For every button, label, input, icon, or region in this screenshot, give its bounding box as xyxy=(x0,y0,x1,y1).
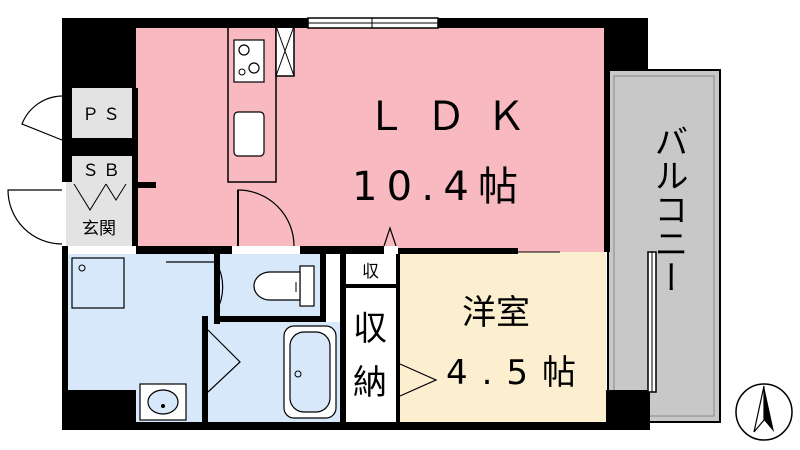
entrance-door-swing xyxy=(7,189,63,245)
wall-entrance-right xyxy=(132,88,138,246)
entrance-label: 玄関 xyxy=(82,219,116,239)
wall-bath-right xyxy=(340,254,346,426)
washbasin-icon xyxy=(139,383,187,421)
wall-ldk-bottom xyxy=(136,246,232,254)
entrance-door-leaf xyxy=(73,183,107,211)
western-size: 4.5帖 xyxy=(446,353,576,393)
wall-left-upper xyxy=(62,18,136,88)
wall-left-sb xyxy=(62,88,72,182)
ldk-name: ＬＤＫ xyxy=(366,94,526,140)
storage-small xyxy=(346,254,396,284)
closet-door xyxy=(399,363,438,397)
wall-bath-left xyxy=(202,316,208,426)
wall-ldk-bottom-2 xyxy=(300,246,384,254)
wall-toilet-bottom xyxy=(214,316,326,322)
bathtub-icon xyxy=(283,325,337,419)
wall-storage-mid xyxy=(346,284,398,288)
wall-top-right xyxy=(438,18,648,28)
wall-left-lower xyxy=(62,246,68,426)
washroom-door-swing xyxy=(166,261,224,313)
wall-washroom-toilet xyxy=(214,254,220,324)
storage-closet xyxy=(346,288,396,424)
wall-right-upper xyxy=(604,18,648,70)
closet-label-line2: 納 xyxy=(353,363,387,403)
ldk-door-swing xyxy=(237,189,295,247)
closet-label-line1: 収 xyxy=(353,309,387,349)
wall-bottom-left-block xyxy=(62,390,136,430)
wall-kitchen-stub xyxy=(136,182,156,188)
pipe-space xyxy=(72,88,132,138)
wall-toilet-right xyxy=(320,254,326,320)
shoe-box xyxy=(72,156,132,182)
washing-machine-pan-icon xyxy=(71,257,125,309)
kitchen-sink-icon xyxy=(233,111,265,157)
balcony-inner xyxy=(613,75,715,417)
wall-right xyxy=(604,26,610,252)
wall-ldk-western xyxy=(398,248,518,254)
wall-top xyxy=(62,18,308,28)
bath-door-swing xyxy=(207,329,241,393)
wall-storage-right xyxy=(396,254,400,426)
western-room xyxy=(398,252,606,424)
balcony-area xyxy=(607,69,721,423)
north-arrow-icon xyxy=(735,383,793,441)
balcony-name: バルコニー xyxy=(648,124,688,294)
wall-left-mid xyxy=(62,138,136,156)
ps-door-swing xyxy=(21,95,63,141)
wall-bottom xyxy=(62,422,650,430)
stove-icon xyxy=(233,39,265,83)
toilet-icon xyxy=(253,265,315,307)
storage-small-door xyxy=(383,226,397,247)
storage-small-label: 収 xyxy=(362,262,379,282)
western-name: 洋室 xyxy=(462,293,530,333)
